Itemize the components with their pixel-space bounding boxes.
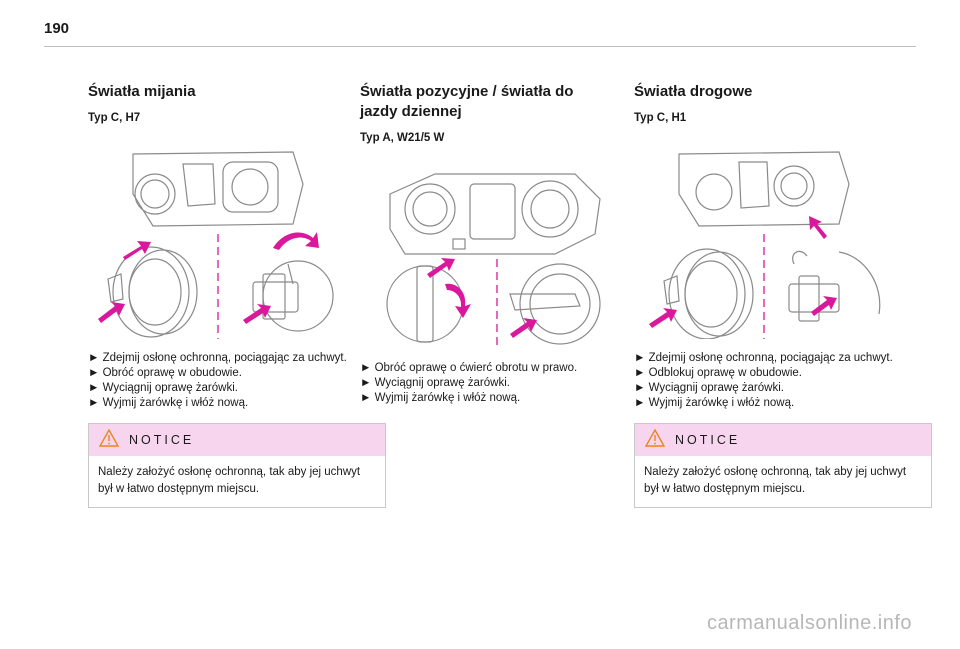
instruction-step: ► Zdejmij osłonę ochronną, pociągając za… [88,352,347,364]
section-title: Światła drogowe [634,83,753,100]
notice-header: NOTICE [89,424,385,456]
notice-text: Należy założyć osłonę ochronną, tak aby … [644,466,907,495]
header-rule [44,46,916,47]
section-position-drl: Światła pozycyjne / światła do jazdy dzi… [360,82,660,406]
section-low-beam: Światła mijania Typ C, H7 [88,82,388,508]
warning-icon [98,428,120,452]
notice-header: NOTICE [635,424,931,456]
position-light-illustration [375,154,625,349]
watermark: carmanualsonline.info [706,612,912,634]
section-title: Światła pozycyjne / światła do jazdy dzi… [360,83,574,120]
notice-title: NOTICE [129,433,195,447]
instruction-step: ► Obróć oprawę o ćwierć obrotu w prawo. [360,362,578,374]
instruction-step: ► Wyciągnij oprawę żarówki. [634,382,784,394]
section-type: Typ C, H7 [88,112,141,124]
instruction-step: ► Wyciągnij oprawę żarówki. [88,382,238,394]
instruction-step: ► Odblokuj oprawę w obudowie. [634,367,803,379]
page-number: 190 [44,20,70,37]
section-type: Typ C, H1 [634,112,687,124]
instruction-step: ► Obróć oprawę w obudowie. [88,367,242,379]
section-title: Światła mijania [88,83,196,100]
instruction-step: ► Wyjmij żarówkę i włóż nową. [360,392,521,404]
instruction-list: ► Zdejmij osłonę ochronną, pociągając za… [88,351,388,411]
warning-icon [644,428,666,452]
notice-box: NOTICE Należy założyć osłonę ochronną, t… [88,423,386,508]
low-beam-illustration [93,134,343,349]
instruction-step: ► Wyjmij żarówkę i włóż nową. [88,397,249,409]
notice-text: Należy założyć osłonę ochronną, tak aby … [98,466,361,495]
section-high-beam: Światła drogowe Typ C, H1 [634,82,934,508]
instruction-step: ► Wyciągnij oprawę żarówki. [360,377,510,389]
instruction-list: ► Obróć oprawę o ćwierć obrotu w prawo. … [360,361,660,406]
instruction-step: ► Wyjmij żarówkę i włóż nową. [634,397,795,409]
notice-title: NOTICE [675,433,741,447]
section-type: Typ A, W21/5 W [360,132,445,144]
instruction-list: ► Zdejmij osłonę ochronną, pociągając za… [634,351,934,411]
instruction-step: ► Zdejmij osłonę ochronną, pociągając za… [634,352,893,364]
high-beam-illustration [639,134,889,349]
notice-box: NOTICE Należy założyć osłonę ochronną, t… [634,423,932,508]
